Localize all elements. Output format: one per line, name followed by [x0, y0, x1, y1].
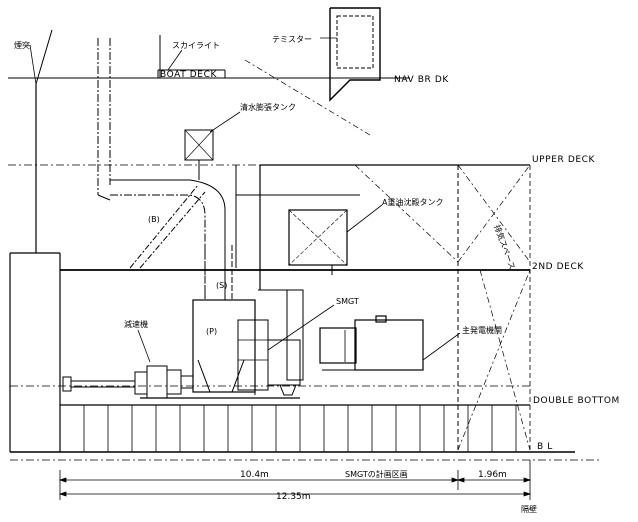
boat-deck-label: BOAT DECK	[160, 70, 217, 80]
nav-br-dk-label: NAV BR DK	[394, 75, 449, 85]
dimension-12-35m: 12.35m	[276, 492, 311, 502]
labels-layer: 煙突 スカイライト テミスター 清水膨張タンク A重油沈殿タンク (B) (P)…	[14, 35, 620, 514]
second-deck-label: 2ND DECK	[532, 262, 584, 272]
thermistor-label: テミスター	[272, 35, 312, 44]
smgt-planned-section-label: SMGTの計画区画	[345, 469, 408, 479]
dimension-1-96m: 1.96m	[478, 470, 507, 480]
dimension-10-4m: 10.4m	[240, 470, 269, 480]
main-generator-label: 主発電機関	[462, 325, 502, 335]
a-heavy-oil-tank-label: A重油沈殿タンク	[382, 197, 443, 207]
branch-p-label: (P)	[206, 327, 217, 336]
dimension-lines	[58, 460, 532, 500]
branch-s-label: (S)	[216, 281, 227, 290]
nav-bridge-tower	[320, 7, 381, 102]
upper-deck-label: UPPER DECK	[532, 155, 596, 165]
bulkhead-label: 隔壁	[521, 504, 537, 514]
reduction-gear-label: 減速機	[124, 319, 148, 329]
reduction-gear-shaft	[62, 365, 300, 399]
exhaust-piping	[97, 38, 304, 381]
mast-label: 煙突	[14, 40, 30, 50]
exhaust-space-label: 排気スペース	[492, 223, 517, 271]
hull-structure	[8, 29, 600, 461]
smgt-unit	[192, 299, 301, 396]
skylight-label: スカイライト	[172, 41, 220, 50]
double-bottom-label: DOUBLE BOTTOM	[533, 396, 620, 406]
smgt-label: SMGT	[336, 297, 359, 306]
base-line-label: B L	[537, 442, 553, 452]
reference-lines	[244, 59, 531, 451]
branch-b-label: (B)	[148, 215, 160, 224]
fresh-water-tank-label: 清水膨張タンク	[240, 102, 296, 112]
leader-lines	[29, 44, 461, 363]
a-heavy-oil-settling-tank	[288, 209, 348, 275]
main-generator-engine	[319, 315, 424, 371]
